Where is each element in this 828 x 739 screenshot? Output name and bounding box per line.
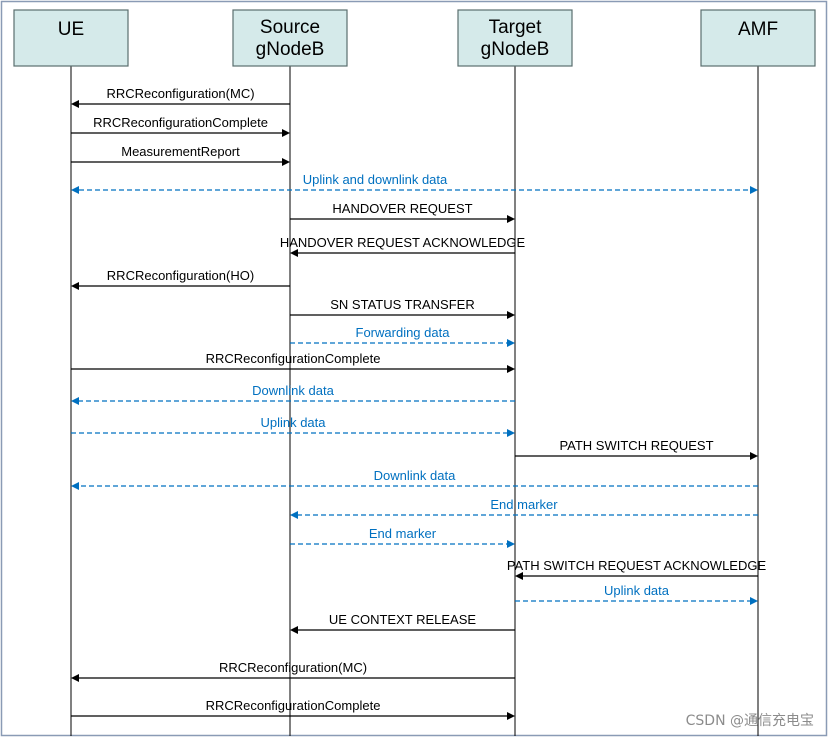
arrowhead — [282, 129, 290, 137]
message-label: UE CONTEXT RELEASE — [329, 612, 476, 627]
message-3: MeasurementReport — [71, 144, 290, 166]
message-label: RRCReconfigurationComplete — [93, 115, 268, 130]
message-label: Uplink and downlink data — [303, 172, 448, 187]
message-label: RRCReconfiguration(MC) — [219, 660, 367, 675]
message-label: PATH SWITCH REQUEST ACKNOWLEDGE — [507, 558, 767, 573]
amf-box-rect — [700, 9, 816, 67]
message-17: PATH SWITCH REQUEST ACKNOWLEDGE — [507, 558, 767, 580]
arrowhead — [290, 626, 298, 634]
amf-label-line-0: AMF — [738, 19, 778, 40]
message-18: Uplink data — [515, 583, 758, 605]
message-11: Downlink data — [71, 383, 515, 405]
arrowhead — [507, 311, 515, 319]
message-label: Downlink data — [252, 383, 334, 398]
target-label-line-0: Target — [489, 17, 543, 38]
source-box-rect — [232, 9, 348, 67]
message-label: RRCReconfigurationComplete — [206, 698, 381, 713]
arrowhead — [507, 712, 515, 720]
message-16: End marker — [290, 526, 515, 548]
message-label: PATH SWITCH REQUEST — [559, 438, 713, 453]
message-label: RRCReconfiguration(HO) — [107, 268, 254, 283]
message-label: HANDOVER REQUEST — [332, 201, 472, 216]
arrowhead — [507, 540, 515, 548]
message-19: UE CONTEXT RELEASE — [290, 612, 515, 634]
message-label: Uplink data — [604, 583, 670, 598]
target-label-line-1: gNodeB — [481, 39, 550, 60]
message-label: End marker — [369, 526, 437, 541]
message-7: RRCReconfiguration(HO) — [71, 268, 290, 290]
arrowhead — [750, 597, 758, 605]
source-label-line-0: Source — [260, 17, 320, 38]
message-label: SN STATUS TRANSFER — [330, 297, 474, 312]
arrowhead — [515, 572, 523, 580]
arrowhead — [71, 397, 79, 405]
ue-entity-box: UE — [13, 9, 129, 67]
message-1: RRCReconfiguration(MC) — [71, 86, 290, 108]
message-label: MeasurementReport — [121, 144, 240, 159]
arrowhead — [290, 249, 298, 257]
message-label: End marker — [490, 497, 558, 512]
source-label-line-1: gNodeB — [256, 39, 325, 60]
message-4: Uplink and downlink data — [71, 172, 758, 194]
message-label: Downlink data — [374, 468, 456, 483]
message-label: RRCReconfiguration(MC) — [106, 86, 254, 101]
arrowhead — [71, 186, 79, 194]
arrowhead — [507, 339, 515, 347]
message-13: PATH SWITCH REQUEST — [515, 438, 758, 460]
message-label: RRCReconfigurationComplete — [206, 351, 381, 366]
arrowhead — [282, 158, 290, 166]
message-label: HANDOVER REQUEST ACKNOWLEDGE — [280, 235, 526, 250]
arrowhead — [290, 511, 298, 519]
message-5: HANDOVER REQUEST — [290, 201, 515, 223]
ue-box-rect — [13, 9, 129, 67]
message-12: Uplink data — [71, 415, 515, 437]
message-20: RRCReconfiguration(MC) — [71, 660, 515, 682]
message-label: Uplink data — [260, 415, 326, 430]
arrowhead — [507, 215, 515, 223]
message-9: Forwarding data — [290, 325, 515, 347]
amf-entity-box: AMF — [700, 9, 816, 67]
ue-label-line-0: UE — [58, 19, 84, 40]
message-8: SN STATUS TRANSFER — [290, 297, 515, 319]
message-10: RRCReconfigurationComplete — [71, 351, 515, 373]
arrowhead — [750, 452, 758, 460]
target-box-rect — [457, 9, 573, 67]
message-2: RRCReconfigurationComplete — [71, 115, 290, 137]
arrowhead — [71, 100, 79, 108]
message-6: HANDOVER REQUEST ACKNOWLEDGE — [280, 235, 526, 257]
arrowhead — [507, 429, 515, 437]
watermark: CSDN @通信充电宝 — [685, 713, 814, 729]
arrowhead — [71, 282, 79, 290]
message-label: Forwarding data — [356, 325, 451, 340]
arrowhead — [71, 674, 79, 682]
message-15: End marker — [290, 497, 758, 519]
message-21: RRCReconfigurationComplete — [71, 698, 515, 720]
message-14: Downlink data — [71, 468, 758, 490]
arrowhead — [71, 482, 79, 490]
arrowhead — [750, 186, 758, 194]
arrowhead — [507, 365, 515, 373]
